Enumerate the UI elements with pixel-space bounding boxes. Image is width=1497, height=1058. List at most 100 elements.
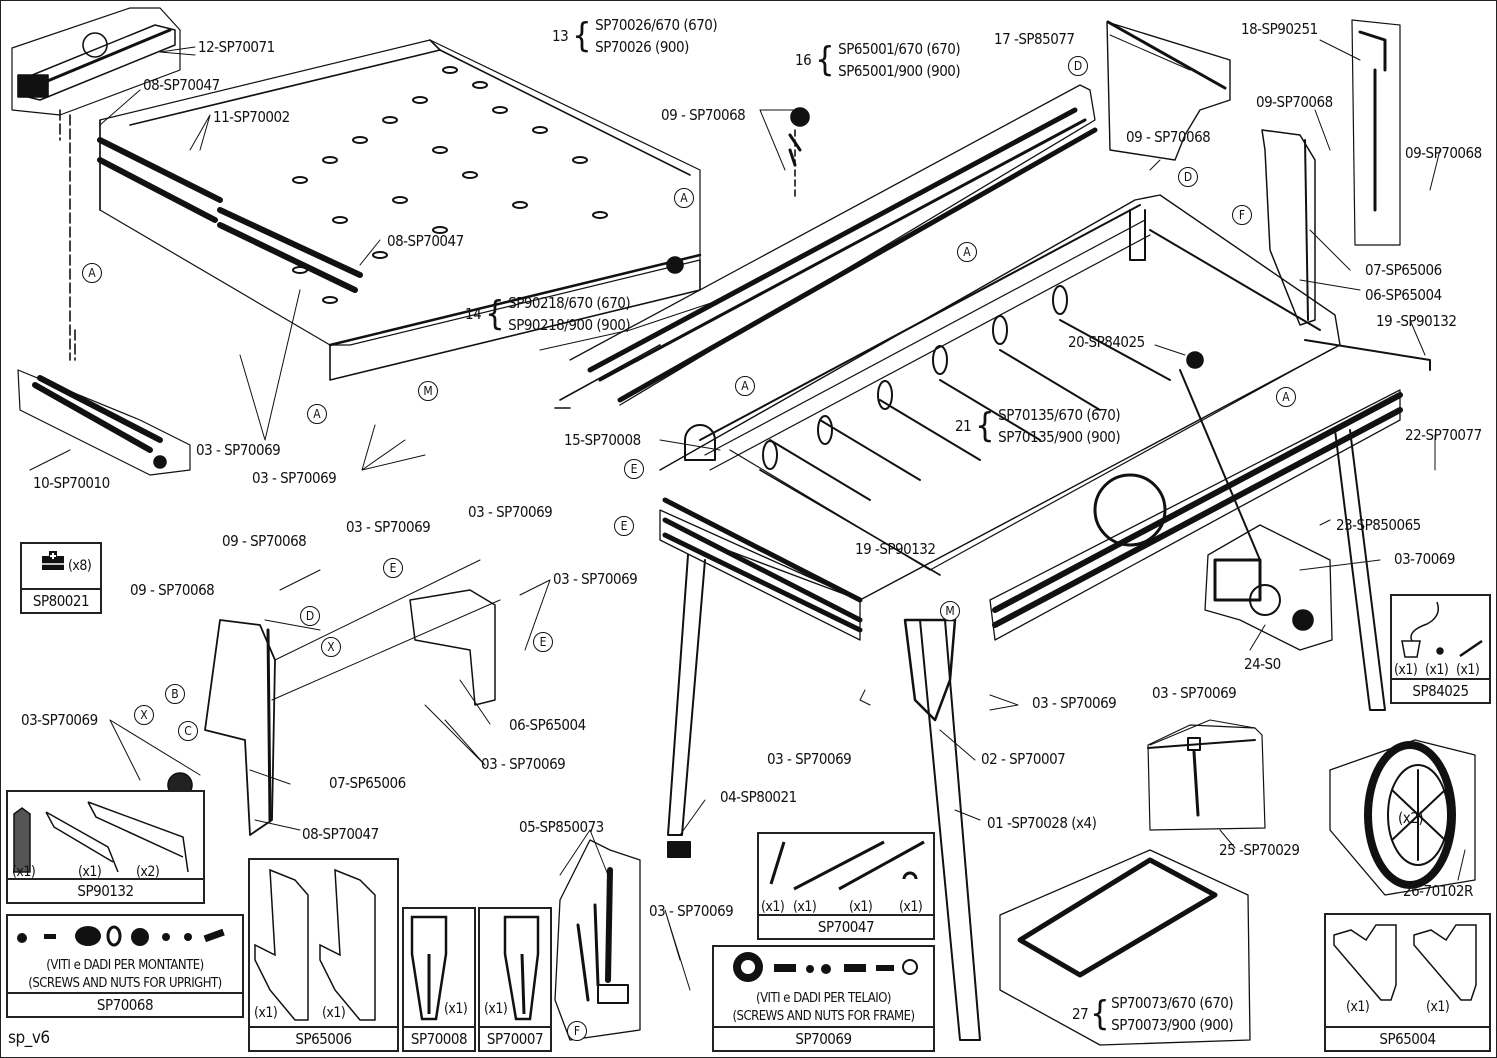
variant-group-27: 27 { SP70073/670 (670)SP70073/900 (900) [1072,992,1234,1036]
ref-marker-d: D [1178,167,1198,187]
callout-10: 10-SP70010 [33,474,110,492]
ref-marker-a: A [957,242,977,262]
slot-holes [292,66,608,304]
kit-code: SP70069 [714,1026,933,1050]
variant-line: SP70026/670 (670) [595,16,718,34]
callout-09: 09 - SP70068 [1126,128,1211,146]
leg-bracket-icon [503,915,540,1021]
callout-03: 03 - SP70069 [553,570,638,588]
fence-rail-drawing [539,84,1098,409]
kit-qty: (x1) [1394,662,1418,678]
callout-03: 03-70069 [1394,550,1455,568]
kit-sp70068: (VITI e DADI PER MONTANTE) (SCREWS AND N… [6,914,244,1018]
variant-line: SP70135/670 (670) [998,406,1121,424]
motor-drawing [1204,524,1333,651]
upright-assembly-drawing [167,559,501,836]
callout-24: 24-S0 [1244,655,1281,673]
ref-marker-x: X [134,705,154,725]
kit-code: SP80021 [22,588,100,612]
wheel-qty: (x2) [1398,809,1424,827]
brace: { [815,40,835,80]
kit-description-en: (SCREWS AND NUTS FOR FRAME) [732,1009,915,1024]
group-number: 14 [465,304,482,323]
kit-sp70047: (x1) (x1) (x1) (x1) SP70047 [757,832,935,940]
ref-marker-x: X [321,637,341,657]
variant-group-21: 21 { SP70135/670 (670)SP70135/900 (900) [955,404,1121,448]
brace: { [975,406,995,446]
kit-code: SP70008 [404,1026,474,1050]
kit-qty: (x1) [1346,999,1370,1015]
base-frame-drawing [999,849,1251,1046]
wheel-drawing [1329,739,1476,896]
bracket-plates-icon [1333,924,1477,1001]
kit-code: SP70068 [8,992,242,1016]
kit-qty: (x1) [78,864,102,880]
kit-qty: (x8) [68,558,92,574]
callout-25: 25 -SP70029 [1219,841,1300,859]
callout-06: 06-SP65004 [1365,286,1442,304]
kit-sp80021: (x8) SP80021 [20,542,102,614]
variant-line: SP90218/670 (670) [508,294,631,312]
kit-qty: (x2) [136,864,160,880]
callout-03: 03 - SP70069 [252,469,337,487]
variant-line: SP90218/900 (900) [508,316,631,334]
kit-qty: (x1) [1426,999,1450,1015]
callout-09: 09-SP70068 [1256,93,1333,111]
cup-and-fittings-icon [1401,601,1483,658]
kit-sp84025: (x1) (x1) (x1) SP84025 [1390,594,1491,704]
callout-08: 08-SP70047 [387,232,464,250]
callout-17: 17 -SP85077 [994,30,1075,48]
variant-line: SP70026 (900) [595,38,689,56]
kit-description-it: (VITI e DADI PER TELAIO) [756,991,892,1006]
ref-marker-a: A [735,376,755,396]
ref-marker-b: B [165,684,185,704]
kit-qty: (x1) [849,899,873,915]
callout-15: 15-SP70008 [564,431,641,449]
ref-marker-d: D [300,606,320,626]
variant-group-13: 13 { SP70026/670 (670)SP70026 (900) [552,14,718,58]
callout-08: 08-SP70047 [143,76,220,94]
brace: { [1090,994,1110,1034]
variant-line: SP65001/900 (900) [838,62,961,80]
callout-22: 22-SP70077 [1405,426,1482,444]
frame-screws-icon [733,952,918,982]
kit-qty: (x1) [12,864,36,880]
kit-code: SP84025 [1392,678,1489,702]
cross-members [762,285,1171,501]
brace: { [572,16,592,56]
kit-code: SP70047 [759,914,933,938]
kit-code: SP90132 [8,878,203,902]
callout-03: 03 - SP70069 [1032,694,1117,712]
callout-03: 03 - SP70069 [767,750,852,768]
kit-code: SP65004 [1326,1026,1489,1050]
callout-08: 08-SP70047 [302,825,379,843]
callout-05: 05-SP850073 [519,818,604,836]
callout-03: 03 - SP70069 [196,441,281,459]
brace: { [485,294,505,334]
ref-marker-e: E [383,558,403,578]
callout-11: 11-SP70002 [213,108,290,126]
foot-cap-icon [42,551,64,570]
kit-qty: (x1) [254,1005,278,1021]
ref-marker-a: A [1276,387,1296,407]
kit-qty: (x1) [444,1001,468,1017]
ref-marker-f: F [567,1021,587,1041]
kit-qty: (x1) [1456,662,1480,678]
kit-qty: (x1) [761,899,785,915]
kit-sp70008: (x1) SP70008 [402,907,476,1052]
variant-line: SP65001/670 (670) [838,40,961,58]
callout-09: 09 - SP70068 [130,581,215,599]
callout-20: 20-SP84025 [1068,333,1145,351]
callout-03: 03 - SP70069 [481,755,566,773]
main-frame-drawing [659,194,1431,641]
callout-03: 03 - SP70069 [346,518,431,536]
callout-18: 18-SP90251 [1241,20,1318,38]
slide-rails-icon [769,840,925,891]
kit-sp90132: (x1) (x1) (x2) SP90132 [6,790,205,904]
callout-09: 09 - SP70068 [222,532,307,550]
callout-03: 03 - SP70069 [649,902,734,920]
kit-qty: (x1) [484,1001,508,1017]
kit-sp70069: (VITI e DADI PER TELAIO) (SCREWS AND NUT… [712,945,935,1052]
ref-marker-e: E [533,632,553,652]
